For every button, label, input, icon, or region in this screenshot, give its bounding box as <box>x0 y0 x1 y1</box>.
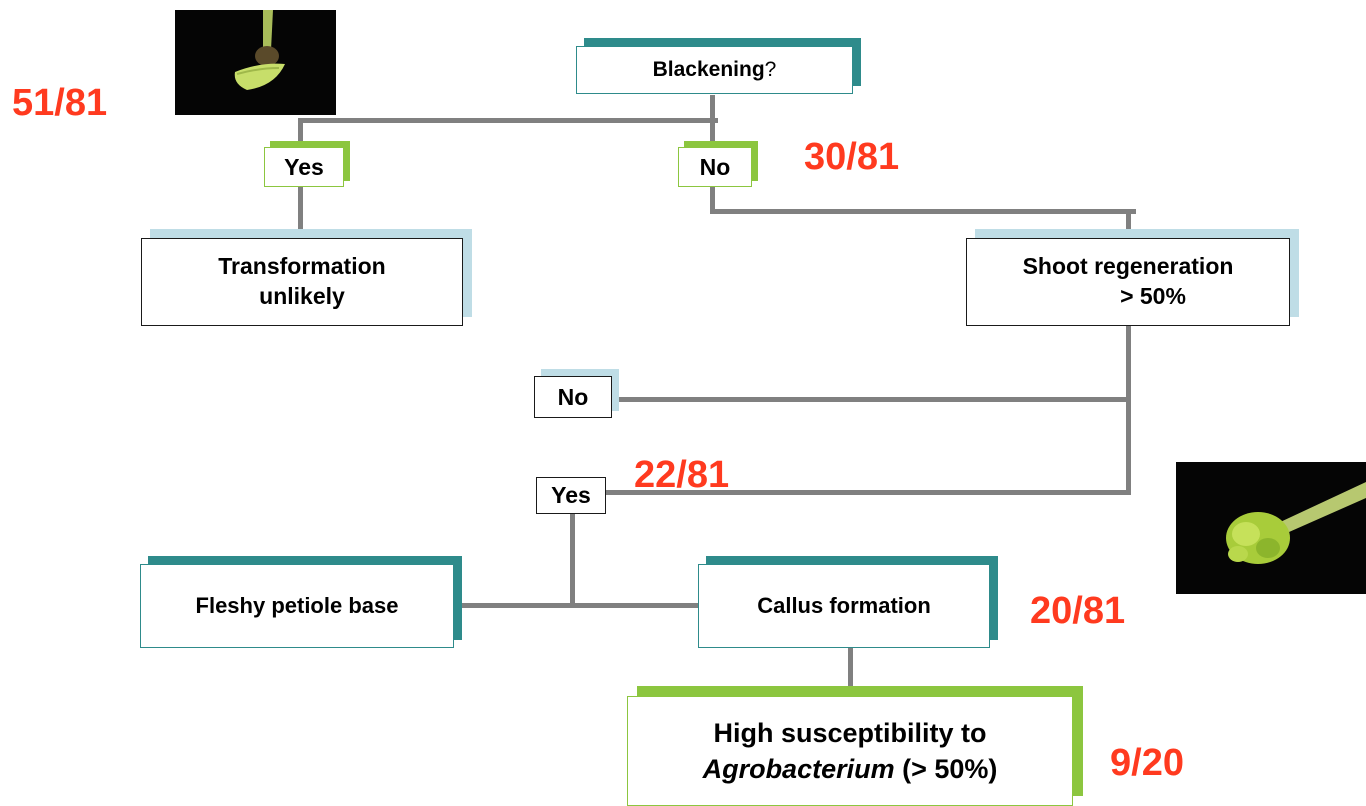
yes-blackening-label: Yes <box>264 147 344 187</box>
high-susceptibility-node: High susceptibility to Agrobacterium (> … <box>627 696 1073 806</box>
blackening-question: ? <box>764 58 777 82</box>
callus-formation-label: Callus formation <box>757 592 931 618</box>
petiole-callus-illustration <box>1176 462 1366 594</box>
shoot-regeneration-node: Shoot regeneration > 50% <box>966 238 1290 326</box>
connector-fleshy-callus <box>456 603 698 608</box>
connector-shoot-no <box>612 397 1131 402</box>
ratio-shoot-yes: 22/81 <box>634 454 730 496</box>
connector-shoot-down <box>1126 326 1131 494</box>
ratio-callus: 20/81 <box>1030 590 1126 632</box>
no-blackening-label: No <box>678 147 752 187</box>
transformation-unlikely-line1: Transformation <box>218 253 386 280</box>
shoot-regeneration-line1: Shoot regeneration <box>1022 253 1234 280</box>
petiole-callus-photo <box>1176 462 1366 594</box>
ratio-blackening-yes: 51/81 <box>12 82 108 124</box>
no-shoot-label: No <box>534 376 612 418</box>
blackening-strong: Blackening <box>652 58 765 82</box>
high-susceptibility-rest: (> 50%) <box>894 754 998 784</box>
agrobacterium-italic: Agrobacterium <box>702 754 895 784</box>
connector-callus-down <box>848 648 853 690</box>
transformation-unlikely-line2: unlikely <box>259 283 345 309</box>
fleshy-petiole-base-label: Fleshy petiole base <box>195 592 399 618</box>
connector-blackening-down <box>710 95 715 123</box>
connector-no-to-shoot <box>710 209 1136 214</box>
yes-shoot-label: Yes <box>536 477 606 514</box>
connector-yes-down <box>570 514 575 608</box>
connector-shoot-yes <box>606 490 1131 495</box>
fleshy-petiole-base-node: Fleshy petiole base <box>140 564 454 648</box>
callus-formation-node: Callus formation <box>698 564 990 648</box>
high-susceptibility-line1: High susceptibility to <box>713 717 987 748</box>
ratio-susceptibility: 9/20 <box>1110 742 1184 784</box>
connector-top-horizontal <box>298 118 718 123</box>
petiole-blackened-photo <box>175 10 336 115</box>
transformation-unlikely-node: Transformation unlikely <box>141 238 463 326</box>
ratio-blackening-no: 30/81 <box>804 136 900 178</box>
blackening-node: Blackening? <box>576 46 853 94</box>
connector-shoot-top <box>1126 209 1131 239</box>
shoot-regeneration-line2: > 50% <box>1120 283 1186 309</box>
petiole-blackened-illustration <box>175 10 336 115</box>
high-susceptibility-line2: Agrobacterium (> 50%) <box>703 751 998 787</box>
